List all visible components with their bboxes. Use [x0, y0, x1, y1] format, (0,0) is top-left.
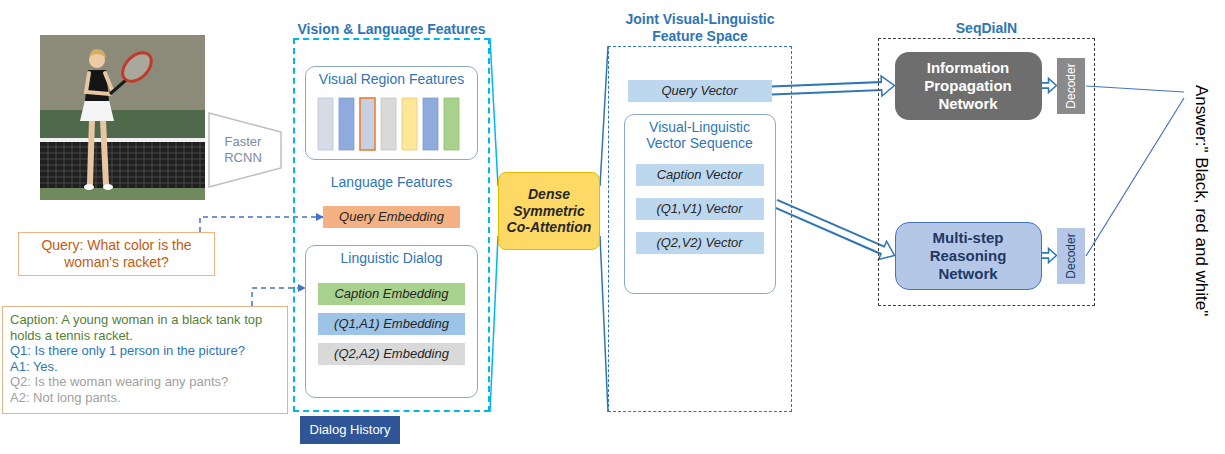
arrow-hollow	[1042, 254, 1051, 258]
feature-bar	[360, 98, 375, 150]
node-text: Caption: A young woman in a black tank t…	[10, 312, 280, 343]
connector	[772, 76, 895, 96]
decoder-block: Decoder	[1057, 228, 1085, 284]
connector	[776, 204, 895, 260]
node-text: Information Propagation Network	[899, 59, 1038, 113]
feature-group: Visual Region Features	[305, 66, 478, 160]
feature-panel: Vision & Language FeaturesVisual Region …	[293, 38, 490, 412]
racket-handle	[110, 80, 126, 94]
vector-bar: Query Vector	[628, 80, 772, 102]
feature-group: Visual-Linguistic Vector SequenceCaption…	[624, 114, 776, 294]
decoder-block: Decoder	[1057, 58, 1085, 114]
embedding-bar: (Q1,A1) Embedding	[318, 313, 465, 335]
node-text: Dense Symmetric Co-Attention	[503, 186, 595, 236]
connector	[252, 288, 305, 306]
vector-bar: (Q1,V1) Vector	[636, 198, 764, 220]
embedding-bar: Caption Embedding	[318, 283, 465, 305]
photo-ground	[40, 35, 205, 200]
node-text: A2: Not long pants.	[10, 390, 280, 406]
feature-bar	[381, 98, 396, 150]
group-heading: Visual-Linguistic Vector Sequence	[629, 119, 771, 153]
node-text: (Q1,V1) Vector	[640, 201, 760, 217]
node-text: Q1: Is there only 1 person in the pictur…	[10, 343, 280, 359]
feature-bar	[318, 98, 333, 150]
node-text: Multi-step Reasoning Network	[900, 229, 1037, 283]
node-text: (Q2,V2) Vector	[640, 235, 760, 251]
funnel-shape	[209, 113, 281, 187]
embedding-bar: Query Embedding	[323, 206, 460, 228]
connector	[600, 46, 608, 412]
photo-backdrop	[40, 35, 205, 110]
node-text: Query Embedding	[327, 209, 456, 225]
node-text: Caption Vector	[640, 167, 760, 183]
embedding-bar: (Q2,A2) Embedding	[318, 343, 465, 365]
player-shoe	[103, 184, 113, 190]
funnel-line	[600, 46, 608, 186]
answer-leader	[1086, 86, 1184, 92]
player-legs	[90, 120, 106, 184]
section-label: Language Features	[293, 174, 490, 191]
arrow-hollow	[772, 86, 884, 91]
feature-group: Linguistic DialogCaption Embedding (Q1,A1…	[305, 245, 478, 398]
feature-bar	[444, 98, 459, 150]
dashed-arrow	[200, 217, 323, 232]
node-text: (Q1,A1) Embedding	[322, 316, 461, 332]
node-text: Caption Embedding	[322, 286, 461, 302]
vector-bar: Caption Vector	[636, 164, 764, 186]
feature-bar	[402, 98, 417, 150]
answer-label: Answer:" Black, red and white"	[1189, 85, 1211, 385]
attention-block: Dense Symmetric Co-Attention	[498, 172, 600, 250]
node-text: Dialog History	[304, 422, 396, 438]
node-text: Q2: Is the woman wearing any pants?	[10, 374, 280, 390]
query-box: Query: What color is the woman's racket?	[18, 232, 215, 276]
group-heading: Visual Region Features	[310, 71, 473, 88]
group-heading: Linguistic Dialog	[310, 250, 473, 267]
funnel-line	[490, 236, 498, 412]
answer-leader	[1086, 98, 1184, 256]
feature-panel: Joint Visual-Linguistic Feature SpaceQue…	[608, 46, 792, 412]
connector	[1042, 79, 1057, 93]
node-text: Query Vector	[632, 83, 768, 99]
vector-bar: (Q2,V2) Vector	[636, 232, 764, 254]
model-funnel: Faster RCNN	[208, 112, 282, 188]
arrow-hollow	[1042, 84, 1051, 88]
connector	[200, 217, 323, 232]
funnel-line	[490, 38, 498, 186]
node-text: A1: Yes.	[10, 359, 280, 375]
model-panel: SeqDialNInformation Propagation NetworkD…	[878, 38, 1095, 306]
net-mesh	[40, 141, 205, 188]
network-block: Information Propagation Network	[895, 52, 1042, 120]
group-heading: Joint Visual-Linguistic Feature Space	[599, 11, 801, 47]
player-hair	[89, 49, 106, 58]
group-heading: SeqDialN	[869, 20, 1104, 39]
player-skirt	[80, 100, 114, 121]
net-tape	[40, 138, 205, 142]
racket-head	[117, 47, 157, 87]
photo-court	[40, 188, 205, 200]
photo-fence	[40, 110, 205, 140]
connector	[1042, 249, 1057, 263]
connector	[490, 38, 498, 412]
photo-net	[40, 141, 205, 188]
player-shoe	[84, 184, 94, 190]
feature-bar	[423, 98, 438, 150]
dialog-box: Caption: A young woman in a black tank t…	[2, 306, 288, 414]
funnel-line	[600, 236, 608, 412]
tennis-photo	[40, 35, 205, 200]
dashed-arrow	[252, 288, 305, 306]
node-text: Query: What color is the woman's racket?	[23, 237, 210, 271]
node-text: (Q2,A2) Embedding	[322, 346, 461, 362]
node-text: Decoder	[1063, 63, 1077, 108]
node-text: Faster RCNN	[214, 134, 272, 165]
feature-bar	[339, 98, 354, 150]
network-block: Multi-step Reasoning Network	[895, 222, 1042, 290]
history-tag: Dialog History	[300, 416, 400, 444]
region-feature-bars	[318, 98, 459, 150]
group-heading: Vision & Language Features	[285, 21, 498, 40]
player-arms	[86, 73, 112, 94]
node-text: Decoder	[1063, 233, 1077, 278]
